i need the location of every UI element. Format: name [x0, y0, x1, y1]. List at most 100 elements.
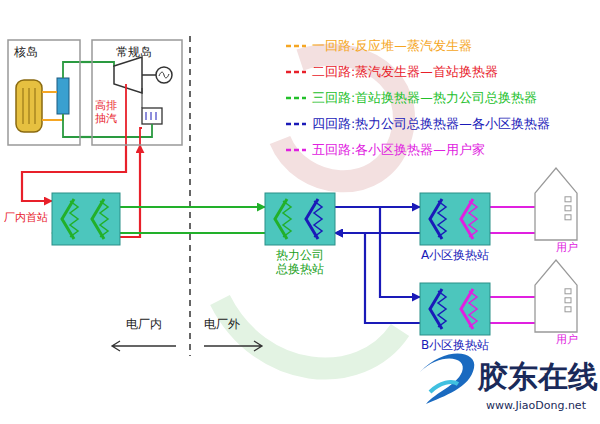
exchanger-plate [306, 199, 318, 239]
pipe-connector [490, 232, 537, 234]
condenser-tubes [146, 112, 156, 120]
logo-swoosh [430, 382, 458, 392]
fuel-rod [23, 88, 24, 124]
legend-swatch [286, 146, 306, 154]
exchanger-plate [430, 289, 442, 329]
steam-line [63, 62, 80, 137]
pipe-connector [490, 322, 537, 324]
logo-swoosh [420, 354, 474, 405]
fuel-rod [35, 88, 36, 124]
exchanger-plate [461, 199, 473, 239]
node-label: 用户 [556, 241, 578, 254]
legend-row: 三回路:首站换热器—热力公司总换热器 [286, 85, 550, 111]
exhaust-line [142, 88, 143, 108]
legend-text: 一回路:反应堆—蒸汽发生器 [312, 38, 472, 55]
turbine [114, 57, 142, 93]
legend: 一回路:反应堆—蒸汽发生器二回路:蒸汽发生器—首站换热器三回路:首站换热器—热力… [286, 33, 550, 163]
exchanger-coil [314, 201, 322, 237]
pipe-connector [490, 206, 537, 208]
legend-text: 四回路:热力公司总换热器—各小区换热器 [312, 116, 550, 133]
exchanger-plate [62, 199, 74, 239]
legend-swatch [286, 94, 306, 102]
main-exchange-station-outline [265, 193, 335, 245]
node-label: A小区换热站 [421, 248, 489, 262]
exchanger-coil [438, 201, 446, 237]
first-station-outline [52, 193, 120, 245]
primary-loop [42, 92, 63, 120]
exchanger-body [52, 193, 120, 245]
user-house: 用户 [535, 260, 577, 332]
legend-swatch [286, 120, 306, 128]
reactor [16, 80, 42, 132]
legend-row: 一回路:反应堆—蒸汽发生器 [286, 33, 550, 59]
pipe-connector [80, 61, 92, 63]
legend-text: 二回路:蒸汽发生器—首站换热器 [312, 64, 498, 81]
house-window [565, 197, 571, 202]
exchanger-coil [438, 291, 446, 327]
generator-symbol [159, 72, 169, 78]
legend-row: 五回路:各小区换热器—用户家 [286, 137, 550, 163]
legend-swatch [286, 42, 306, 50]
user-house-outline [535, 168, 577, 240]
district-station-outline [420, 283, 490, 335]
exchanger-body [265, 193, 335, 245]
pipe-connector [490, 296, 537, 298]
house-window [565, 307, 571, 312]
pipe-connector [335, 233, 420, 323]
exchanger-coil [70, 201, 78, 237]
house-outline [535, 260, 577, 332]
building-wall [8, 40, 80, 145]
exchanger-coil [283, 201, 291, 237]
extraction-line [125, 84, 127, 145]
main-exchange-station: 热力公司 总换热站 [265, 193, 335, 245]
node-label: 厂内首站 [4, 211, 48, 224]
user-house-outline [535, 260, 577, 332]
feedwater-line [92, 124, 152, 137]
watermark-url: www.JiaoDong.net [486, 400, 586, 413]
steam-line [92, 62, 114, 67]
generator [156, 67, 172, 83]
exchanger-body [420, 193, 490, 245]
exchanger-coil [100, 201, 108, 237]
legend-text: 五回路:各小区换热器—用户家 [312, 142, 485, 159]
exchanger-plate [92, 199, 104, 239]
pipe-connector [120, 145, 140, 237]
steam-generator [57, 78, 69, 114]
extraction-label: 高排抽汽 [95, 100, 118, 125]
pipe-connector [80, 136, 92, 138]
house-window [565, 289, 571, 294]
return-line [140, 128, 142, 145]
exchanger-plate [275, 199, 287, 239]
district-station: B小区换热站 [420, 283, 490, 335]
first-station: 厂内首站 [52, 193, 120, 245]
watermark: 胶东在线 [478, 360, 598, 395]
shaft [142, 74, 156, 76]
legend-row: 二回路:蒸汽发生器—首站换热器 [286, 59, 550, 85]
house-window [565, 298, 571, 303]
district-station: A小区换热站 [420, 193, 490, 245]
pipe-connector [120, 206, 265, 208]
fuel-rod [29, 88, 30, 124]
exchanger-coil [469, 291, 477, 327]
direction-arrow [204, 341, 262, 351]
plant-boundary [189, 36, 191, 356]
legend-row: 四回路:热力公司总换热器—各小区换热器 [286, 111, 550, 137]
exchanger-coil [469, 201, 477, 237]
direction-arrow [112, 341, 176, 351]
conventional-island: 常规岛 [92, 40, 182, 145]
user-house: 用户 [535, 168, 577, 240]
house-outline [535, 168, 577, 240]
node-label: B小区换热站 [421, 338, 489, 352]
legend-text: 三回路:首站换热器—热力公司总换热器 [312, 90, 537, 107]
exchanger-body [420, 283, 490, 335]
node-label: 核岛 [14, 45, 38, 59]
node-label: 用户 [556, 333, 578, 346]
condenser [142, 108, 162, 124]
building-wall [92, 40, 182, 145]
background-swirl [220, 300, 400, 369]
node-label: 常规岛 [116, 45, 152, 59]
legend-swatch [286, 68, 306, 76]
house-window [565, 206, 571, 211]
zone-label: 电厂内 [126, 318, 162, 332]
